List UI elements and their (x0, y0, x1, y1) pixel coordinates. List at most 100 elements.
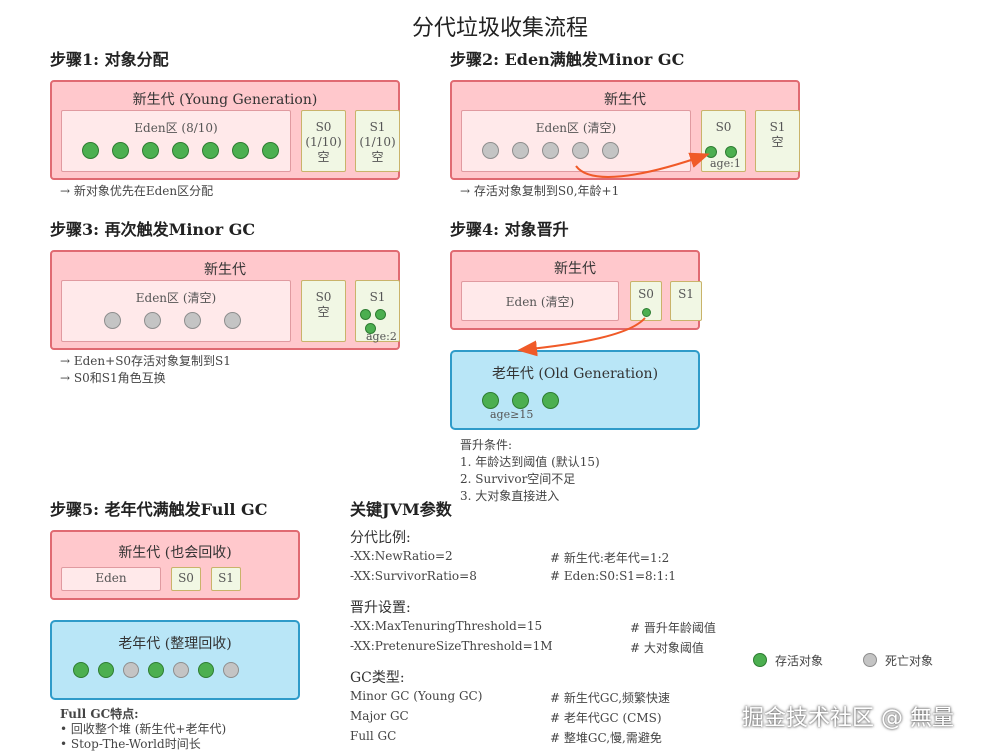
step5-fullgc-notes: Full GC特点: • 回收整个堆 (新生代+老年代) • Stop-The-… (60, 707, 226, 752)
step4-conditions: 晋升条件: 1. 年龄达到阈值 (默认15) 2. Survivor空间不足 3… (460, 437, 600, 505)
param-comment: # 新生代:老年代=1:2 (550, 551, 670, 565)
step4-s0: S0 (630, 281, 662, 321)
dead-object (184, 312, 201, 329)
param-flag: -XX:PretenureSizeThreshold=1M (350, 639, 553, 653)
step2-s0-age: age:1 (710, 157, 741, 170)
step3-young-gen: 新生代 Eden区 (清空) S0 空 S1 age:2 (50, 250, 400, 350)
live-object (98, 662, 114, 678)
dead-object (123, 662, 139, 678)
step3-s0: S0 空 (301, 280, 346, 342)
step3-notes: → Eden+S0存活对象复制到S1 → S0和S1角色互换 (60, 353, 231, 387)
step3-eden: Eden区 (清空) (61, 280, 291, 342)
step4-old-age: age≥15 (490, 408, 534, 421)
param-flag: Full GC (350, 729, 397, 743)
dead-object (512, 142, 529, 159)
live-object (172, 142, 189, 159)
step2-s0-label: S0 (715, 120, 732, 134)
dead-object (542, 142, 559, 159)
live-object (725, 146, 737, 158)
dead-object (224, 312, 241, 329)
param-comment: # 老年代GC (CMS) (550, 711, 662, 725)
live-object (82, 142, 99, 159)
step4-s1: S1 (670, 281, 702, 321)
live-object (360, 309, 371, 320)
step1-heading: 步骤1: 对象分配 (50, 50, 169, 69)
step2-young-label: 新生代 (604, 92, 646, 108)
live-object (198, 662, 214, 678)
step3-note-1: → Eden+S0存活对象复制到S1 (60, 354, 231, 368)
step3-young-label: 新生代 (204, 262, 246, 278)
diagram-title: 分代垃圾收集流程 (411, 16, 588, 41)
step3-eden-label: Eden区 (清空) (135, 291, 217, 305)
live-object (112, 142, 129, 159)
param-comment: # 大对象阈值 (630, 641, 704, 655)
legend-dead-label: 死亡对象 (885, 654, 934, 668)
step4-promote-arrow (517, 317, 646, 357)
step2-copy-arrow (575, 152, 710, 178)
live-object (365, 323, 376, 334)
dead-object (602, 142, 619, 159)
step4-cond-2: 2. Survivor空间不足 (460, 472, 576, 486)
dead-object (173, 662, 189, 678)
step4-heading: 步骤4: 对象晋升 (450, 220, 569, 239)
live-object (512, 392, 529, 409)
legend-live-label: 存活对象 (775, 654, 824, 668)
fullgc-point-2: • Stop-The-World时间长 (60, 737, 201, 751)
step2-eden-label: Eden区 (清空) (535, 121, 617, 135)
step1-s0-size: (1/10) (305, 135, 342, 149)
step2-note: → 存活对象复制到S0,年龄+1 (460, 184, 620, 198)
step3-s1: S1 age:2 (355, 280, 400, 343)
step1-s0-state: 空 (317, 150, 330, 164)
live-object (262, 142, 279, 159)
live-object (142, 142, 159, 159)
param-comment: # 新生代GC,频繁快速 (550, 691, 671, 705)
param-flag: -XX:MaxTenuringThreshold=15 (350, 619, 543, 633)
dead-object (223, 662, 239, 678)
legend-live-swatch (753, 653, 767, 667)
dead-object (144, 312, 161, 329)
step3-s1-age: age:2 (366, 330, 397, 343)
step1-eden-label: Eden区 (8/10) (134, 121, 218, 135)
step4-old-label: 老年代 (Old Generation) (491, 366, 659, 382)
step2-heading: 步骤2: Eden满触发Minor GC (450, 50, 685, 69)
step1-s1-label: S1 (369, 120, 386, 134)
live-object (202, 142, 219, 159)
step1-s1: S1 (1/10) 空 (355, 110, 400, 172)
step1-s1-state: 空 (371, 150, 384, 164)
fullgc-title: Full GC特点: (60, 707, 139, 721)
step2-eden: Eden区 (清空) (461, 110, 691, 172)
step1-note: → 新对象优先在Eden区分配 (60, 184, 214, 198)
step4-young-label: 新生代 (554, 261, 596, 277)
fullgc-point-1: • 回收整个堆 (新生代+老年代) (60, 722, 227, 736)
step5-young-label: 新生代 (也会回收) (118, 545, 232, 561)
param-comment: # 整堆GC,慢,需避免 (550, 731, 662, 745)
param-comment: # Eden:S0:S1=8:1:1 (550, 569, 676, 583)
step3-note-2: → S0和S1角色互换 (60, 371, 166, 385)
step1-s1-size: (1/10) (359, 135, 396, 149)
step2-s1: S1 空 (755, 110, 800, 172)
step5-s1: S1 (211, 567, 241, 591)
watermark: 掘金技术社区 @ 無量 (742, 706, 954, 731)
step1-young-label: 新生代 (Young Generation) (132, 92, 318, 108)
step2-s1-state: 空 (771, 135, 784, 149)
param-flag: Minor GC (Young GC) (350, 689, 483, 703)
step3-s0-label: S0 (315, 290, 332, 304)
step4-young-gen: 新生代 Eden (清空) S0 S1 (450, 250, 702, 330)
step4-eden-label: Eden (清空) (505, 295, 575, 309)
step4-old-gen: 老年代 (Old Generation) age≥15 (450, 350, 700, 430)
live-object (642, 308, 651, 317)
step5-eden: Eden (61, 567, 161, 591)
dead-object (572, 142, 589, 159)
live-object (148, 662, 164, 678)
step3-s0-state: 空 (317, 305, 330, 319)
step2-s1-label: S1 (769, 120, 786, 134)
param-flag: -XX:NewRatio=2 (350, 549, 453, 563)
step4-cond-1: 1. 年龄达到阈值 (默认15) (460, 455, 600, 469)
dead-object (482, 142, 499, 159)
step4-cond-title: 晋升条件: (460, 438, 513, 452)
step5-old-label: 老年代 (整理回收) (118, 636, 232, 652)
step1-young-gen: 新生代 (Young Generation) Eden区 (8/10) S0 (… (50, 80, 400, 180)
live-object (232, 142, 249, 159)
live-object (482, 392, 499, 409)
